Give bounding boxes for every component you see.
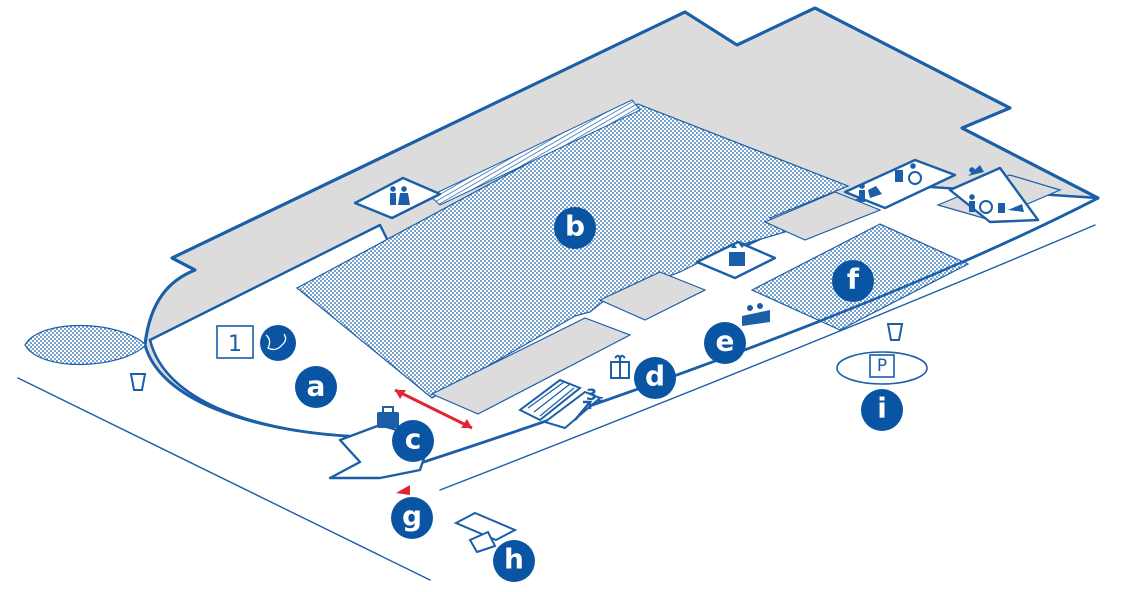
marker-b[interactable]: b [554, 207, 596, 249]
restroom-room [353, 176, 442, 220]
svg-text:g: g [402, 500, 422, 533]
parking-label: P [877, 356, 887, 376]
svg-text:d: d [645, 360, 665, 393]
baby-changing-icon [968, 165, 1024, 214]
escalator-icon [518, 378, 602, 430]
elevator-icon [729, 244, 745, 266]
marker-e[interactable]: e [704, 322, 746, 364]
waiting-seats-icon [742, 303, 770, 326]
svg-text:a: a [307, 370, 326, 403]
restroom-icon [390, 186, 410, 205]
side-pond [24, 324, 147, 366]
marker-h[interactable]: h [493, 540, 535, 582]
svg-text:b: b [565, 210, 585, 243]
gift-shop-icon [610, 354, 630, 379]
escalator-floor-number: 3 [586, 385, 597, 404]
globe-icon [260, 325, 296, 361]
svg-text:f: f [847, 263, 860, 296]
escalator-floor-suffix: F [597, 396, 604, 407]
road-lines [17, 224, 1096, 581]
grey-room-1 [430, 317, 632, 415]
svg-text:i: i [877, 392, 887, 425]
marker-f[interactable]: f [832, 260, 874, 302]
marker-d[interactable]: d [634, 357, 676, 399]
ticket-gate-icon [453, 511, 518, 554]
parking-sign [869, 354, 895, 378]
trash-bin-icon [129, 323, 904, 391]
nursing-room-icon [859, 183, 882, 202]
svg-text:h: h [504, 543, 524, 576]
you-are-here-icon [396, 485, 410, 495]
grey-room-3 [763, 191, 882, 241]
marker-a[interactable]: a [295, 366, 337, 408]
luggage-icon [377, 406, 399, 428]
grey-room-2 [598, 271, 707, 321]
floor-sign-number: 1 [228, 332, 242, 357]
marker-g[interactable]: g [391, 497, 433, 539]
svg-text:e: e [716, 325, 735, 358]
marker-i[interactable]: i [861, 389, 903, 431]
svg-text:c: c [405, 423, 422, 456]
hatched-strip [429, 99, 641, 206]
accessible-restroom-icon [895, 163, 922, 185]
walkway-arrow [394, 388, 473, 430]
marker-c[interactable]: c [392, 420, 434, 462]
floor-sign [216, 325, 254, 359]
